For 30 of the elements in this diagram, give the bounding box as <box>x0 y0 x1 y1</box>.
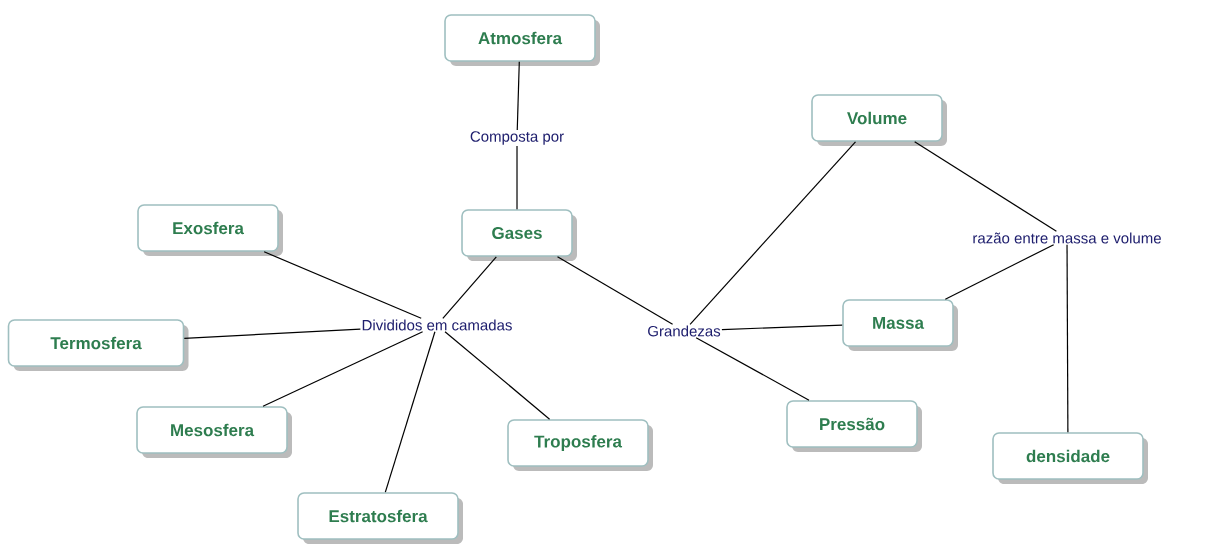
concept-box: Mesosfera <box>136 406 292 458</box>
concept-box: Troposfera <box>507 419 653 471</box>
connector <box>516 145 518 210</box>
concept-box: Massa <box>842 299 958 351</box>
connector <box>695 337 810 401</box>
linking-phrase: razão entre massa e volume <box>973 232 1161 244</box>
concept-box: Estratosfera <box>297 492 463 544</box>
linking-phrase: Composta por <box>470 131 564 145</box>
concept-box: Pressão <box>786 400 922 452</box>
connector <box>556 256 674 325</box>
connector <box>689 141 857 325</box>
connector <box>262 331 424 407</box>
concept-box: Exosfera <box>137 204 283 256</box>
concept-box: Volume <box>811 94 947 146</box>
connector <box>444 331 551 420</box>
connector <box>263 251 422 319</box>
connector <box>1066 244 1069 433</box>
connector <box>516 61 520 131</box>
connector <box>721 324 843 331</box>
connector <box>944 244 1055 300</box>
connector <box>442 256 497 319</box>
concept-box: Atmosfera <box>444 14 600 66</box>
concept-box: Termosfera <box>7 319 189 371</box>
linking-phrase: Divididos em camadas <box>362 319 512 331</box>
concept-box: Gases <box>461 209 577 261</box>
connector <box>914 141 1057 232</box>
linking-phrase: Grandezas <box>648 325 721 337</box>
concept-box: densidade <box>992 432 1148 484</box>
connector <box>384 331 436 493</box>
connector <box>183 328 361 339</box>
